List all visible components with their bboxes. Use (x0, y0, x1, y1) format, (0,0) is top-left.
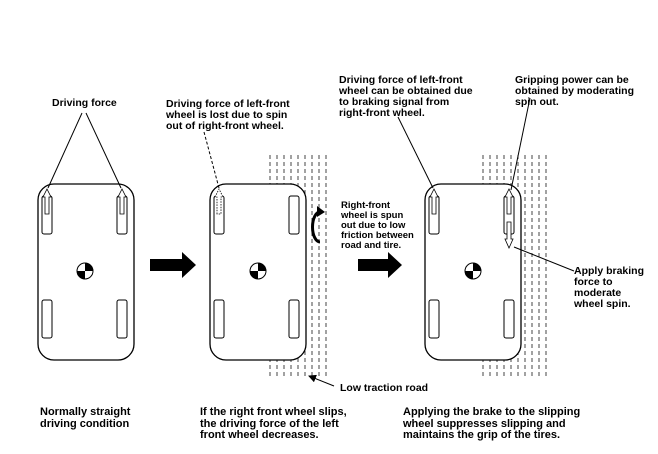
driving-force-label: Driving force (52, 97, 117, 109)
car-right-wheel-slip (209, 183, 307, 361)
center-of-gravity-icon (464, 262, 482, 280)
car-normal (37, 183, 135, 361)
center-of-gravity-icon (76, 262, 94, 280)
driving-force-leader-left (47, 112, 83, 189)
apply-braking-label: Apply braking force to moderate wheel sp… (574, 265, 645, 310)
obtained-force-leader (397, 116, 434, 189)
apply-braking-leader (513, 246, 575, 272)
car-braking (424, 183, 522, 361)
center-of-gravity-icon (249, 262, 267, 280)
spun-out-label: Right-front wheel is spun out due to low… (341, 200, 414, 251)
caption-slip: If the right front wheel slips, the driv… (200, 406, 347, 441)
caption-brake: Applying the brake to the slipping wheel… (403, 406, 581, 441)
gripping-power-leader (510, 97, 531, 191)
low-traction-road-label: Low traction road (340, 382, 429, 394)
driving-force-leader-right (85, 112, 122, 189)
gripping-power-label: Gripping power can be obtained by modera… (515, 74, 635, 108)
obtained-force-label: Driving force of left-front wheel can be… (339, 74, 473, 119)
forward-arrow-icon (150, 252, 196, 278)
rotation-icon (311, 206, 325, 244)
caption-normal: Normally straight driving condition (40, 406, 131, 430)
lost-force-leader (203, 131, 220, 189)
low-traction-leader (308, 374, 335, 387)
lost-force-label: Driving force of left-front wheel is los… (166, 98, 290, 132)
forward-arrow-icon-2 (358, 252, 402, 278)
